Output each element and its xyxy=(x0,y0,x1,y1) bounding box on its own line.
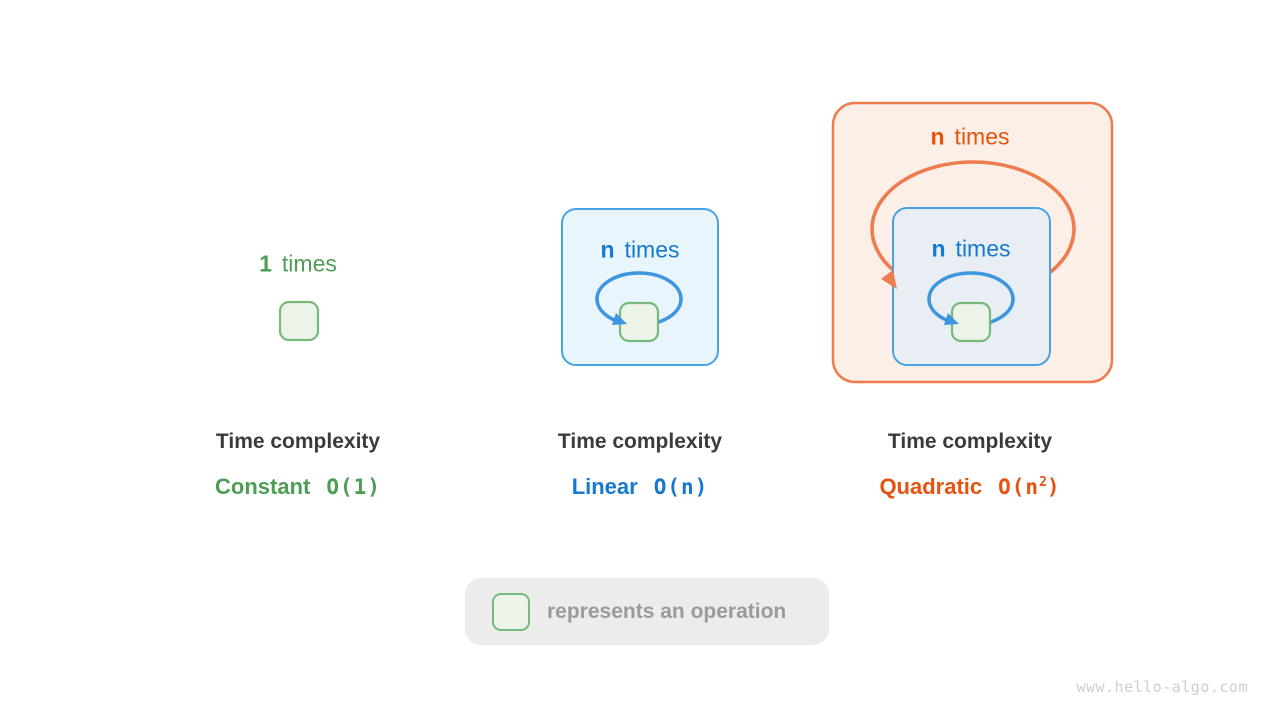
big-o-notation: O(n2) xyxy=(998,475,1060,499)
quadratic-title: Time complexity xyxy=(887,430,1053,453)
operation-square-icon xyxy=(950,301,992,343)
complexity-name: Linear xyxy=(571,474,638,499)
watermark: www.hello-algo.com xyxy=(1076,678,1248,696)
inner-loop-arrowhead-icon xyxy=(944,313,959,325)
constant-title: Time complexity xyxy=(215,430,381,453)
linear-count-label: n times xyxy=(600,237,679,264)
big-o-exponent: 2 xyxy=(1039,475,1047,490)
quadratic-complexity-label: Quadratic O(n2) xyxy=(879,474,1060,500)
linear-loop-box xyxy=(561,208,719,366)
count-number: n xyxy=(930,123,945,150)
quadratic-outer-count-label: n times xyxy=(930,124,1009,151)
linear-complexity-label: Linear O(n) xyxy=(572,474,709,500)
big-o-notation: O(1) xyxy=(326,475,381,499)
constant-count-label: 1 times xyxy=(259,251,337,278)
count-word: times xyxy=(955,235,1011,262)
loop-arrowhead-icon xyxy=(612,313,627,325)
big-o-notation: O(n) xyxy=(653,475,709,499)
operation-square-icon xyxy=(618,301,660,343)
linear-panel-graphics xyxy=(561,208,719,366)
count-word: times xyxy=(624,236,680,263)
complexity-name: Quadratic xyxy=(879,474,983,499)
complexity-name: Constant xyxy=(215,474,311,499)
big-o-close: ) xyxy=(1046,475,1061,499)
legend-label: represents an operation xyxy=(547,599,787,623)
count-word: times xyxy=(954,123,1010,150)
big-o-base: O(n xyxy=(998,475,1040,499)
count-number: n xyxy=(600,236,615,263)
legend: represents an operation xyxy=(465,578,829,645)
linear-title: Time complexity xyxy=(557,430,723,453)
count-number: n xyxy=(931,235,946,262)
constant-complexity-label: Constant O(1) xyxy=(215,474,381,500)
quadratic-panel-graphics xyxy=(831,101,1114,384)
operation-square-icon xyxy=(278,300,320,342)
count-number: 1 xyxy=(259,250,272,277)
count-word: times xyxy=(281,250,337,277)
outer-loop-arrowhead-icon xyxy=(881,270,897,289)
operation-square-icon xyxy=(492,592,530,631)
quadratic-inner-count-label: n times xyxy=(931,236,1010,263)
